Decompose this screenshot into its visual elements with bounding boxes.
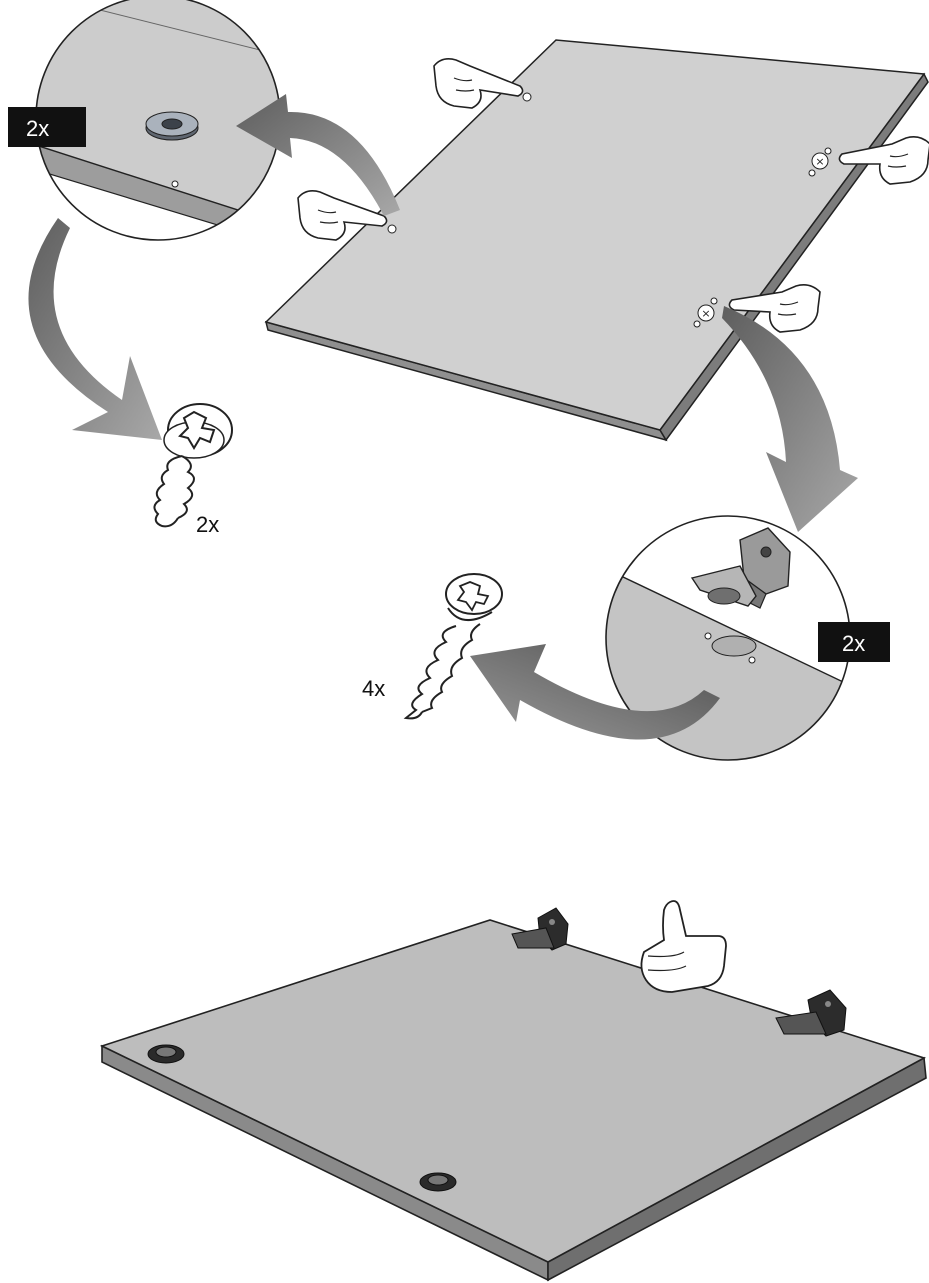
svg-text:×: ×: [701, 307, 710, 320]
curved-arrow-icon: [236, 94, 400, 216]
pan-screw-quantity: 2x: [196, 512, 219, 537]
svg-text:2x: 2x: [26, 116, 49, 141]
pointing-hand-icon: [297, 190, 388, 241]
svg-text:2x: 2x: [842, 631, 865, 656]
washer-icon: [419, 1172, 457, 1192]
top-panel-surface: [264, 39, 926, 431]
countersunk-screw-icon: [403, 573, 503, 720]
hinge-hole-group: ×: [808, 147, 832, 177]
washer-icon: [145, 111, 199, 141]
hinge-icon: [690, 527, 791, 609]
hinge-quantity-badge: 2x: [818, 622, 890, 662]
pointing-hand-icon: [838, 136, 929, 185]
washer-quantity-badge: 2x: [8, 107, 86, 147]
curved-arrow-icon: [28, 218, 162, 440]
curved-arrow-icon: [470, 644, 720, 740]
hinge-icon: [775, 989, 847, 1037]
top-panel: × ×: [264, 39, 929, 442]
thumbs-up-icon: [640, 900, 727, 993]
finished-panel-surface: [99, 919, 927, 1263]
washer-hole: [387, 224, 397, 234]
washer-hole: [522, 92, 532, 102]
pointing-hand-icon: [728, 284, 821, 333]
curved-arrow-icon: [722, 306, 858, 532]
hinge-icon: [511, 907, 569, 951]
pointing-hand-icon: [433, 58, 524, 109]
hinge-hole-group: ×: [693, 297, 718, 328]
washer-icon: [147, 1044, 185, 1064]
countersunk-screw-quantity: 4x: [362, 676, 385, 701]
pan-head-screw-icon: [153, 403, 233, 528]
svg-text:×: ×: [815, 155, 824, 168]
finished-panel: [99, 907, 927, 1282]
